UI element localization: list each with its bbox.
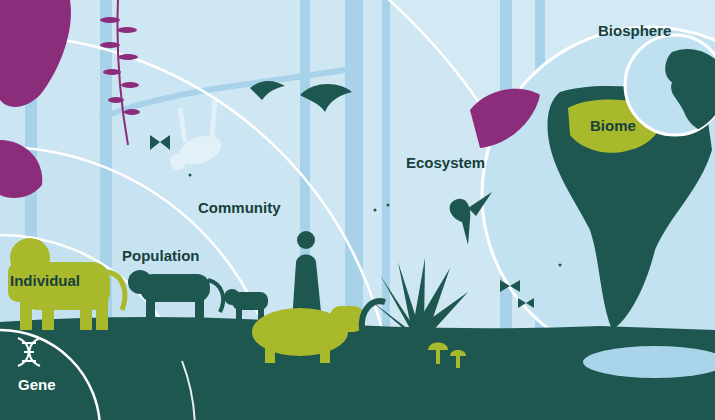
mushroom-stem [549, 372, 553, 388]
fern-leaflet [124, 109, 140, 115]
dna-strand [18, 338, 40, 366]
dark-mushrooms [540, 363, 562, 388]
level-label: Ecosystem [406, 154, 485, 172]
mushroom-stem [456, 356, 460, 368]
cub-leg [236, 305, 242, 325]
gnat [387, 204, 390, 207]
pond [583, 346, 715, 378]
snake [362, 301, 385, 330]
monstera-leaf [0, 0, 71, 107]
purple-foliage [0, 0, 540, 198]
capybara-leg [320, 345, 330, 363]
fern-leaflet [103, 69, 121, 75]
flying-animals [150, 81, 562, 308]
big-cats [128, 270, 268, 325]
globe-continent [665, 49, 715, 140]
fern-leaflet [108, 97, 124, 103]
mushrooms [428, 343, 466, 369]
gnat [559, 264, 562, 267]
level-label: Population [122, 247, 200, 265]
dna-icon [18, 338, 40, 366]
mushroom-cap [428, 343, 448, 351]
level-label: Individual [10, 272, 80, 290]
bird [250, 81, 285, 100]
level-label: Community [198, 199, 281, 217]
leaf [470, 89, 540, 148]
fern-leaflet [100, 42, 120, 48]
fern-leaflet [117, 27, 137, 33]
fern-leaflet [118, 54, 138, 60]
gnat [189, 174, 192, 177]
globe-land [665, 49, 715, 140]
sloth-head [170, 154, 186, 170]
tree-trunk [345, 0, 363, 330]
hummingbird [450, 192, 492, 245]
mushroom-cap [450, 350, 466, 356]
cat-tail [208, 280, 223, 312]
tiger-leg [96, 300, 108, 330]
capybara [252, 306, 364, 363]
sloth [170, 100, 225, 170]
level-label: Gene [18, 376, 56, 394]
palm-frond [412, 292, 468, 334]
tiger-leg [20, 300, 32, 330]
gnat [374, 209, 377, 212]
butterfly [518, 298, 534, 308]
mushroom-cap [540, 363, 562, 372]
fan-palm [370, 258, 468, 334]
sloth-arms [180, 100, 215, 142]
butterfly [500, 280, 520, 292]
tiger [8, 238, 125, 330]
level-label: Biome [590, 117, 636, 135]
capybara-leg [265, 345, 275, 363]
gene-arc [0, 330, 100, 420]
mushroom-stem [436, 350, 440, 364]
toucan [300, 84, 352, 112]
level-arc [182, 361, 195, 420]
dna-rungs [22, 343, 36, 361]
tiger-leg [80, 300, 92, 330]
cat-leg [146, 295, 155, 325]
earth-disc [482, 27, 715, 363]
level-label: Biosphere [598, 22, 671, 40]
palm-frond [370, 300, 412, 334]
leaf [0, 140, 42, 198]
butterfly [150, 135, 170, 150]
tiger-tail [108, 272, 125, 310]
dna-strand [18, 338, 40, 366]
fern-leaflet [121, 82, 139, 88]
cat-leg [195, 295, 204, 325]
fern-leaflet [100, 17, 120, 23]
ground-arcs [182, 361, 195, 420]
person-head [297, 231, 315, 249]
tiger-leg [42, 300, 54, 330]
